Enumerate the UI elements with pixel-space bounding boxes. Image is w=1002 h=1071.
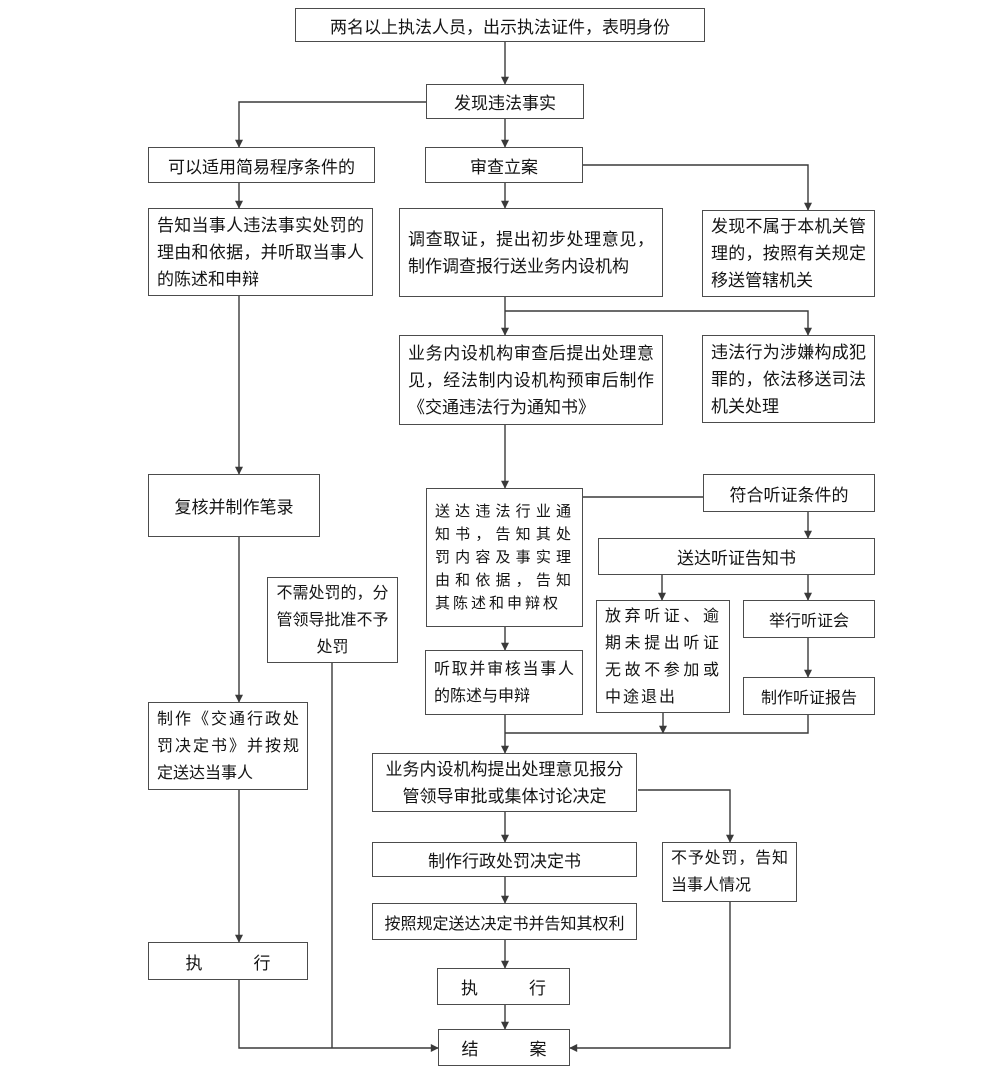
flow-node-label: 结 案 [461,1040,547,1059]
flow-node-case-review: 审查立案 [425,147,583,183]
flow-node-not-jurisdiction: 发现不属于本机关管理的，按照有关规定移送管辖机关 [702,210,875,297]
flow-node-label: 发现不属于本机关管理的，按照有关规定移送管辖机关 [711,217,866,290]
flow-node-label: 制作《交通行政处罚决定书》并按规定送达当事人 [157,710,299,782]
flow-node-investigate: 调查取证，提出初步处理意见，制作调查报行送业务内设机构 [399,208,663,297]
flow-node-hold-hearing: 举行听证会 [743,600,875,638]
flow-node-execute-mid: 执 行 [437,968,570,1005]
flow-node-label: 可以适用简易程序条件的 [168,157,355,177]
flow-node-label: 复核并制作笔录 [174,498,294,517]
flow-node-label: 业务内设机构审查后提出处理意见，经法制内设机构预审后制作《交通违法行为通知书》 [408,343,654,417]
flow-node-label: 符合听证条件的 [729,485,849,505]
flow-node-make-decision: 制作行政处罚决定书 [372,842,637,877]
flow-node-label: 送达听证告知书 [677,549,796,568]
flow-node-label: 调查取证，提出初步处理意见，制作调查报行送业务内设机构 [408,229,654,276]
flow-node-hearing-report: 制作听证报告 [743,677,875,715]
flow-node-label: 放弃听证、逾期未提出听证无故不参加或中途退出 [605,607,721,706]
flow-node-label: 业务内设机构提出处理意见报分管领导审批或集体讨论决定 [385,759,624,806]
flow-node-label: 发现违法事实 [454,94,556,113]
flow-node-crime-transfer: 违法行为涉嫌构成犯罪的，依法移送司法机关处理 [702,335,875,423]
flow-node-waive-hearing: 放弃听证、逾期未提出听证无故不参加或中途退出 [596,600,730,713]
flow-node-label: 告知当事人违法事实处罚的理由和依据，并听取当事人的陈述和申辩 [157,215,364,289]
flow-node-label: 审查立案 [470,157,538,177]
flow-node-make-decision-simple: 制作《交通行政处罚决定书》并按规定送达当事人 [148,702,308,790]
flow-node-propose-approve: 业务内设机构提出处理意见报分管领导审批或集体讨论决定 [372,753,637,812]
flow-node-execute-left: 执 行 [148,942,308,980]
flow-node-listen-review: 听取并审核当事人的陈述与申辩 [425,650,583,715]
flow-node-label: 不予处罚，告知当事人情况 [671,850,788,894]
flow-node-label: 举行听证会 [768,613,849,630]
flow-node-identify: 两名以上执法人员，出示执法证件，表明身份 [295,8,705,42]
flow-node-label: 不需处罚的，分管领导批准不予处罚 [276,584,389,656]
flow-node-recheck-record: 复核并制作笔录 [148,474,320,537]
flow-edge-no-penalty-inform--close-case [569,902,731,1052]
flow-node-hearing-notice: 送达听证告知书 [598,538,875,575]
flow-edge-hearing-report--propose-approve [505,715,809,734]
flow-node-inform-party: 告知当事人违法事实处罚的理由和依据，并听取当事人的陈述和申辩 [148,208,373,296]
flow-node-label: 制作听证报告 [760,690,857,707]
flow-node-label: 执 行 [461,979,546,998]
flow-node-close-case: 结 案 [438,1029,570,1066]
flow-node-label: 送达违法行业通知书，告知其处罚内容及事实理由和依据，告知其陈述和申辩权 [435,503,574,612]
flow-node-label: 违法行为涉嫌构成犯罪的，依法移送司法机关处理 [711,342,866,416]
flow-node-internal-review: 业务内设机构审查后提出处理意见，经法制内设机构预审后制作《交通违法行为通知书》 [399,335,663,425]
flow-edge-discover--simple-cond [235,101,426,148]
flow-node-deliver-decision: 按照规定送达决定书并告知其权利 [372,903,637,940]
flow-edge-execute-left--close-case [238,980,439,1052]
flow-node-label: 按照规定送达决定书并告知其权利 [384,915,625,933]
flow-node-label: 两名以上执法人员，出示执法证件，表明身份 [330,17,670,37]
flow-node-deliver-notice: 送达违法行业通知书，告知其处罚内容及事实理由和依据，告知其陈述和申辩权 [426,488,583,627]
flow-node-label: 执 行 [185,953,271,973]
flow-edge-case-review--not-jurisdiction [583,164,812,211]
flow-node-label: 听取并审核当事人的陈述与申辩 [434,660,574,705]
flow-node-simple-cond: 可以适用简易程序条件的 [148,147,375,183]
flow-edge-investigate--crime-transfer [505,310,812,336]
flow-node-hearing-cond: 符合听证条件的 [703,474,875,512]
flow-node-discover: 发现违法事实 [426,84,584,119]
flow-node-no-penalty-approve: 不需处罚的，分管领导批准不予处罚 [267,577,398,663]
flow-node-no-penalty-inform: 不予处罚，告知当事人情况 [662,842,797,902]
flow-edge-propose-approve--no-penalty-inform [638,789,734,843]
flow-node-label: 制作行政处罚决定书 [428,852,581,871]
